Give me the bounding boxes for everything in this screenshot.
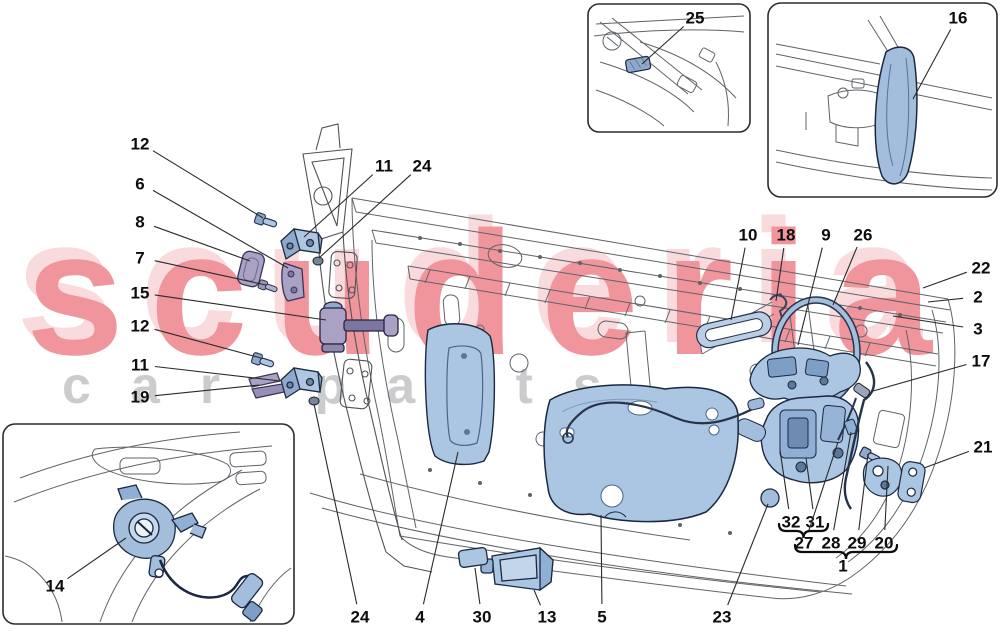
inset-box-16 xyxy=(767,2,998,198)
group-bracket-32-31 xyxy=(777,522,830,539)
leader-line-10 xyxy=(730,247,746,321)
release-cable-part xyxy=(562,397,765,444)
module-13-part xyxy=(480,546,554,592)
hinge-lower-part xyxy=(280,367,323,400)
callout-11: 11 xyxy=(131,356,149,375)
callout-14: 14 xyxy=(46,577,65,596)
callout-19: 19 xyxy=(131,388,150,407)
callout-24: 24 xyxy=(351,608,370,627)
leader-line-15 xyxy=(154,294,327,321)
callout-4: 4 xyxy=(415,608,425,627)
group-bracket-27-28-29-20 xyxy=(793,543,899,560)
handle-mechanism-9-part xyxy=(749,347,861,403)
callout-2: 2 xyxy=(973,288,982,307)
hinge-upper-part xyxy=(280,228,323,261)
leader-line-24 xyxy=(313,403,358,605)
callout-25: 25 xyxy=(686,9,705,28)
callout-10: 10 xyxy=(739,226,758,245)
part-25-shape xyxy=(625,55,652,74)
leader-line-28 xyxy=(833,431,852,531)
callout-26: 26 xyxy=(854,226,873,245)
bolt-12-upper xyxy=(253,212,278,228)
leader-line-16 xyxy=(912,29,952,100)
callout-5: 5 xyxy=(597,608,606,627)
grommet-23-part xyxy=(760,488,780,508)
callout-11: 11 xyxy=(375,157,393,176)
lock-assembly-part xyxy=(735,395,860,484)
leader-line-8 xyxy=(153,225,251,262)
callout-15: 15 xyxy=(131,284,150,303)
inset-box-14 xyxy=(2,423,295,625)
leader-line-19 xyxy=(154,384,260,397)
leader-line-25 xyxy=(641,26,685,65)
callout-1: 1 xyxy=(838,557,847,576)
leader-line-31 xyxy=(805,457,814,510)
leader-line-2 xyxy=(927,297,964,303)
leader-line-14 xyxy=(67,537,127,580)
screw-7-part xyxy=(257,279,278,293)
speaker-panel-4-part xyxy=(424,323,496,466)
door-check-15-part xyxy=(319,301,399,353)
leader-line-21 xyxy=(923,450,970,469)
leader-line-9 xyxy=(797,247,823,346)
plate-6-part xyxy=(281,262,305,302)
callout-16: 16 xyxy=(949,9,968,28)
callout-18: 18 xyxy=(777,226,796,245)
callout-12: 12 xyxy=(131,317,150,336)
callout-6: 6 xyxy=(135,175,144,194)
callout-7: 7 xyxy=(135,249,144,268)
leader-line-26 xyxy=(832,246,858,306)
leader-line-17 xyxy=(872,363,967,392)
cable-17-part xyxy=(843,361,876,510)
leader-line-7 xyxy=(154,260,267,286)
leader-line-22 xyxy=(922,271,967,289)
callout-30: 30 xyxy=(473,608,492,627)
leader-line-18 xyxy=(775,247,785,302)
leader-line-32 xyxy=(779,449,790,510)
part-16-shape xyxy=(874,46,918,185)
callout-23: 23 xyxy=(713,608,732,627)
leader-line-27 xyxy=(808,441,839,531)
leader-line-12 xyxy=(152,150,264,219)
leader-line-20 xyxy=(884,465,889,531)
callout-22: 22 xyxy=(972,259,991,278)
leader-line-13 xyxy=(533,589,542,606)
callout-13: 13 xyxy=(538,608,557,627)
gasket-8-part xyxy=(237,250,265,288)
callout-17: 17 xyxy=(972,352,991,371)
callout-28: 28 xyxy=(822,534,841,553)
callout-3: 3 xyxy=(973,320,982,339)
leader-line-6 xyxy=(152,189,289,269)
leader-line-3 xyxy=(892,315,964,328)
leader-line-5 xyxy=(600,514,603,605)
callout-32: 32 xyxy=(782,513,801,532)
lock-cylinder-14-part xyxy=(112,484,264,622)
callout-21: 21 xyxy=(974,438,993,457)
clip-18-part xyxy=(769,294,788,319)
nut-24-upper xyxy=(312,256,324,266)
leader-line-29 xyxy=(858,453,869,531)
leader-line-12 xyxy=(154,328,262,359)
leader-line-24 xyxy=(318,174,412,259)
callout-27: 27 xyxy=(795,534,814,553)
leader-line-23 xyxy=(727,503,769,606)
callout-12: 12 xyxy=(131,135,150,154)
callout-9: 9 xyxy=(821,226,830,245)
leader-line-11 xyxy=(303,174,374,238)
callout-31: 31 xyxy=(806,513,825,532)
callout-29: 29 xyxy=(848,534,867,553)
inset-box-25 xyxy=(587,3,751,133)
callout-20: 20 xyxy=(875,534,894,553)
leader-line-11 xyxy=(154,365,281,382)
callout-24: 24 xyxy=(413,157,432,176)
leader-line-4 xyxy=(422,451,459,605)
pillar-line-art xyxy=(302,123,433,573)
leader-line-30 xyxy=(474,567,481,605)
pad-30-part xyxy=(457,546,489,568)
callout-8: 8 xyxy=(135,213,144,232)
